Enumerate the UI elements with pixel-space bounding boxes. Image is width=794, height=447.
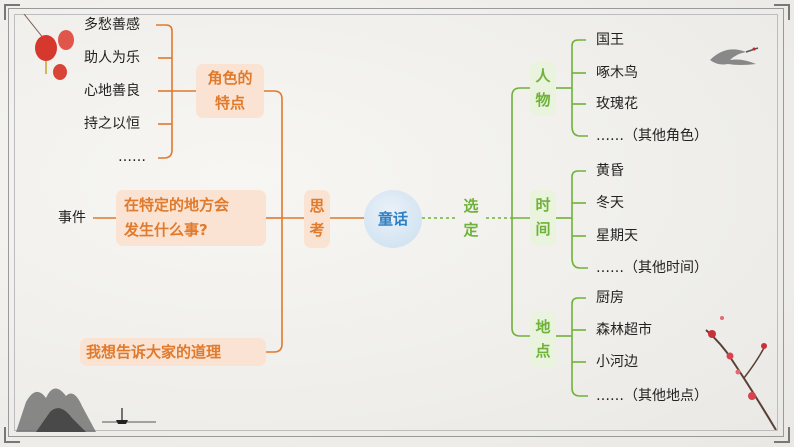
corner-ornament-bl xyxy=(4,427,20,443)
place-item: 厨房 xyxy=(596,290,624,306)
choose-label: 选 定 xyxy=(456,190,486,248)
group-time-char-1: 时 xyxy=(535,196,551,214)
corner-ornament-br xyxy=(774,427,790,443)
choose-char-1: 选 xyxy=(463,197,479,215)
character-item: 啄木鸟 xyxy=(596,65,638,81)
character-item: 国王 xyxy=(596,32,624,48)
group-time: 时 间 xyxy=(530,190,556,246)
think-char-2: 考 xyxy=(309,221,325,239)
character-item: 玫瑰花 xyxy=(596,96,638,112)
character-item: ……（其他角色） xyxy=(596,128,708,144)
traits-line-2: 特点 xyxy=(214,94,245,112)
center-topic: 童话 xyxy=(364,190,422,248)
lesson-node: 我想告诉大家的道理 xyxy=(80,338,266,366)
place-item: ……（其他地点） xyxy=(596,388,708,404)
trait-item: 多愁善感 xyxy=(84,17,140,33)
time-item: 星期天 xyxy=(596,228,638,244)
group-characters-char-2: 物 xyxy=(535,91,551,109)
trait-item: 持之以恒 xyxy=(84,116,140,132)
choose-char-2: 定 xyxy=(463,221,479,239)
event-line-2: 发生什么事? xyxy=(124,221,208,239)
landscape-decoration xyxy=(16,388,156,432)
traits-line-1: 角色的 xyxy=(207,69,253,87)
think-char-1: 思 xyxy=(309,197,325,215)
lantern-decoration xyxy=(23,14,74,80)
corner-ornament-tl xyxy=(4,4,20,20)
plum-blossom-decoration xyxy=(705,316,777,430)
trait-item: 助人为乐 xyxy=(84,50,140,66)
outer-frame xyxy=(8,8,784,437)
place-item: 森林超市 xyxy=(596,322,652,338)
time-item: 黄昏 xyxy=(596,163,624,179)
group-place: 地 点 xyxy=(530,312,556,368)
place-item: 小河边 xyxy=(596,354,638,370)
event-node: 在特定的地方会 发生什么事? xyxy=(116,190,266,246)
group-characters-char-1: 人 xyxy=(535,67,551,85)
time-item: 冬天 xyxy=(596,195,624,211)
time-item: ……（其他时间） xyxy=(596,260,708,276)
group-time-char-2: 间 xyxy=(535,220,551,238)
group-characters: 人 物 xyxy=(530,62,556,116)
event-line-1: 在特定的地方会 xyxy=(124,196,230,214)
trait-item: …… xyxy=(118,149,146,165)
group-place-char-2: 点 xyxy=(535,342,551,360)
think-label: 思 考 xyxy=(304,190,330,248)
trait-item: 心地善良 xyxy=(84,83,140,99)
corner-ornament-tr xyxy=(774,4,790,20)
event-prefix: 事件 xyxy=(58,210,86,226)
group-place-char-1: 地 xyxy=(535,318,551,336)
traits-node: 角色的 特点 xyxy=(196,64,264,118)
inner-frame xyxy=(14,14,778,431)
crane-decoration xyxy=(710,47,759,65)
